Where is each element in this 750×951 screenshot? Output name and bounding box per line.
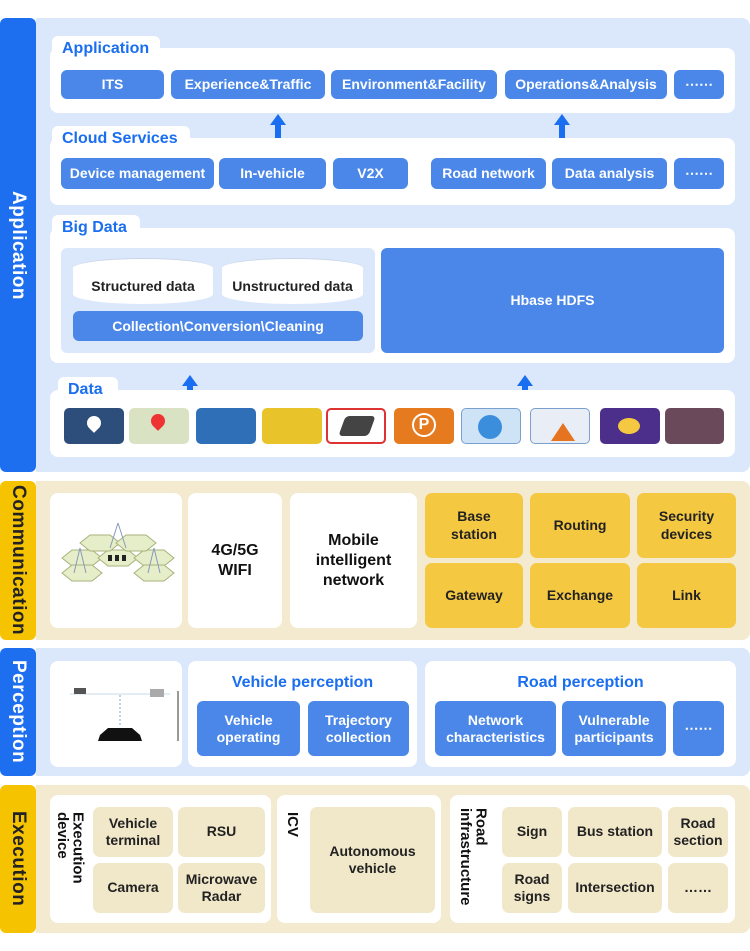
- car-search-app-icon: [262, 408, 322, 444]
- comm-security-devices[interactable]: Security devices: [637, 493, 736, 558]
- vehicle-operating[interactable]: Vehicle operating: [197, 701, 300, 756]
- layer-label-text: Application: [8, 190, 29, 300]
- cloud-item-in-vehicle[interactable]: In-vehicle: [219, 158, 326, 189]
- map-app-icon: [129, 408, 189, 444]
- layer-label-perception: Perception: [0, 648, 36, 776]
- execution-device-label: Execution device: [53, 812, 87, 884]
- road-infrastructure-label: Road infrastructure: [456, 808, 490, 906]
- comm-link[interactable]: Link: [637, 563, 736, 628]
- traffic-police-app-icon: [665, 408, 724, 444]
- app-item-environment-facility[interactable]: Environment&Facility: [331, 70, 497, 99]
- app-item-experience-traffic[interactable]: Experience&Traffic: [171, 70, 325, 99]
- icv-label: ICV: [283, 812, 301, 838]
- camera[interactable]: Camera: [93, 863, 173, 913]
- roadside-sensor-icon: [70, 688, 179, 741]
- comm-gateway[interactable]: Gateway: [425, 563, 523, 628]
- trajectory-collection[interactable]: Trajectory collection: [308, 701, 409, 756]
- road-app-icon: [530, 408, 590, 444]
- arrow-up-icon: [554, 114, 570, 138]
- layer-label-text: Execution: [8, 811, 29, 907]
- rsu[interactable]: RSU: [178, 807, 265, 857]
- weather-app-icon: [600, 408, 660, 444]
- mobile-intelligent-network: Mobile intelligent network: [290, 493, 417, 628]
- perception-scene-box: [50, 661, 182, 767]
- layer-label-communication: Communication: [0, 481, 36, 640]
- train-app-icon: [196, 408, 256, 444]
- bus-station[interactable]: Bus station: [568, 807, 662, 857]
- road-infrastructure-more[interactable]: ……: [668, 863, 728, 913]
- comm-base-station[interactable]: Base station: [425, 493, 523, 558]
- cloud-services-title: Cloud Services: [52, 126, 190, 152]
- wireless-tech: 4G/5G WIFI: [188, 493, 282, 628]
- data-title: Data: [58, 377, 118, 403]
- cloud-item-road-network[interactable]: Road network: [431, 158, 546, 189]
- app-item-more[interactable]: ⋯⋯: [674, 70, 724, 99]
- hbase-hdfs[interactable]: Hbase HDFS: [381, 248, 724, 353]
- application-title: Application: [52, 36, 160, 62]
- layer-label-execution: Execution: [0, 785, 36, 933]
- comm-routing[interactable]: Routing: [530, 493, 630, 558]
- road-perception-more[interactable]: ⋯⋯: [673, 701, 724, 756]
- big-data-title: Big Data: [52, 215, 140, 241]
- parking-app-icon: P: [394, 408, 454, 444]
- vulnerable-participants[interactable]: Vulnerable participants: [562, 701, 666, 756]
- cloud-item-v2x[interactable]: V2X: [333, 158, 408, 189]
- cloud-item-more[interactable]: ⋯⋯: [674, 158, 724, 189]
- globe-app-icon: [461, 408, 521, 444]
- road-perception-title: Road perception: [517, 674, 644, 691]
- cloud-item-device-management[interactable]: Device management: [61, 158, 214, 189]
- network-diagram-box: [50, 493, 182, 628]
- autonomous-vehicle[interactable]: Autonomous vehicle: [310, 807, 435, 913]
- app-item-its[interactable]: ITS: [61, 70, 164, 99]
- intersection[interactable]: Intersection: [568, 863, 662, 913]
- app-item-operations-analysis[interactable]: Operations&Analysis: [505, 70, 667, 99]
- arrow-up-icon: [270, 114, 286, 138]
- cellular-network-icon: [61, 522, 175, 582]
- vehicle-terminal[interactable]: Vehicle terminal: [93, 807, 173, 857]
- layer-label-text: Communication: [8, 485, 29, 636]
- vehicle-perception-title: Vehicle perception: [231, 674, 374, 691]
- microwave-radar[interactable]: Microwave Radar: [178, 863, 265, 913]
- collection-conversion-cleaning[interactable]: Collection\Conversion\Cleaning: [73, 311, 363, 341]
- layer-label-text: Perception: [8, 660, 29, 764]
- navigation-app-icon: [326, 408, 386, 444]
- structured-data-cylinder: Structured data: [73, 258, 213, 304]
- sign[interactable]: Sign: [502, 807, 562, 857]
- comm-exchange[interactable]: Exchange: [530, 563, 630, 628]
- location-app-icon: [64, 408, 124, 444]
- road-section[interactable]: Road section: [668, 807, 728, 857]
- road-signs[interactable]: Road signs: [502, 863, 562, 913]
- cloud-item-data-analysis[interactable]: Data analysis: [552, 158, 667, 189]
- layer-label-application: Application: [0, 18, 36, 472]
- network-characteristics[interactable]: Network characteristics: [435, 701, 556, 756]
- unstructured-data-cylinder: Unstructured data: [222, 258, 363, 304]
